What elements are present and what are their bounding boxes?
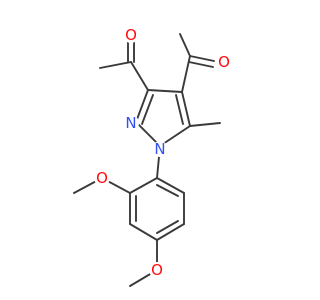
atom-o-methoxy-upper: O (94, 169, 110, 187)
bond-n2-c3-b (141, 94, 154, 125)
bond-ar-c3-c4 (129, 223, 158, 241)
bond-ketone-left-ring (130, 61, 149, 91)
atom-o-methoxy-lower: O (149, 261, 165, 279)
bond-ar-c6-c1-b (156, 184, 179, 197)
molecule-structure: O O N N O O (73, 26, 232, 287)
bond-n1-n2 (135, 121, 161, 147)
oxygen-label: O (125, 26, 137, 44)
oxygen-label: O (151, 261, 163, 279)
bond-layer (73, 33, 221, 287)
bond-ar-c6-c1-a (156, 177, 185, 194)
atom-label-layer: O O N N O O (94, 26, 232, 279)
bond-ar-c4-c5-a (156, 223, 185, 241)
bond-ketone-left-methyl (99, 61, 132, 69)
bond-c3-c4 (147, 89, 183, 93)
bond-ketone-right-double-b (188, 61, 214, 68)
bond-ar-c1-c2 (129, 177, 158, 194)
bond-c5-n1 (159, 125, 191, 147)
bond-ketone-right-double-a (189, 55, 215, 62)
oxygen-label: O (218, 53, 230, 71)
bond-ar-c4-c5-b (156, 220, 179, 234)
oxygen-label: O (96, 169, 108, 187)
bond-c4-c5-a (181, 91, 191, 127)
nitrogen-label: N (125, 114, 136, 132)
atom-o-ketone-right: O (216, 53, 232, 71)
bond-ketone-right-methyl (179, 33, 191, 57)
bond-n2-c3-a (135, 89, 149, 123)
nitrogen-label: N (154, 140, 165, 158)
bond-c5-methyl (189, 122, 221, 127)
structure-canvas: O O N N O O (73, 26, 232, 287)
atom-o-ketone-left: O (123, 26, 139, 44)
atom-n-ring-upper: N (123, 114, 139, 132)
atom-n-ring-lower: N (152, 140, 168, 158)
bond-c4-c5-b (175, 94, 184, 125)
